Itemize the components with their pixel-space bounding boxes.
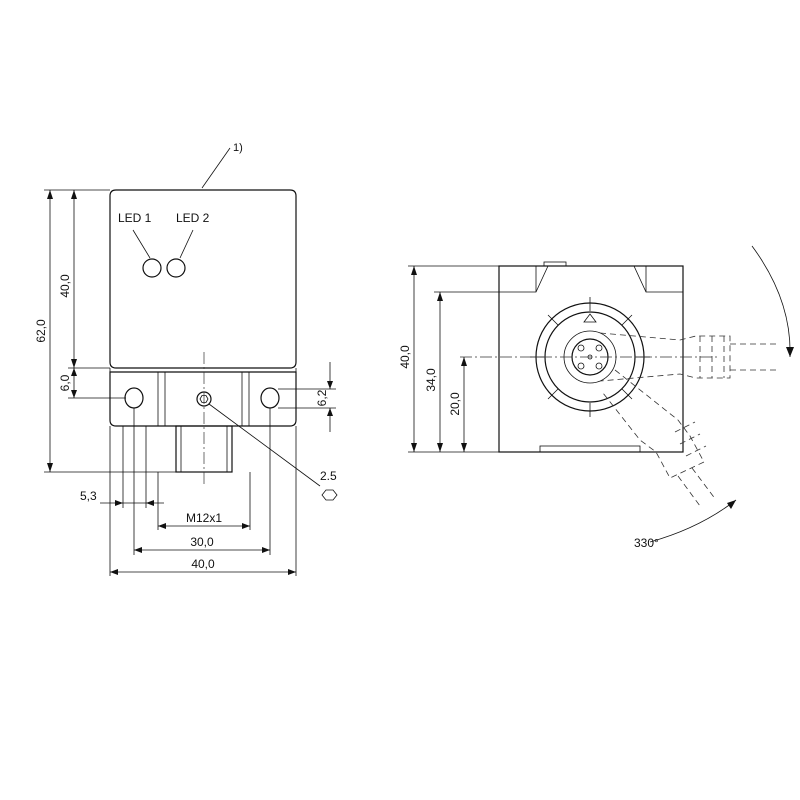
sensor-body [109,189,297,369]
dim-connector-height: 20,0 [448,392,462,416]
dim-hole-height: 6,2 [315,389,329,406]
mounting-flange [109,371,297,427]
rotated-connector-diagonal [602,369,705,479]
dim-side-height: 40,0 [398,345,412,369]
front-view: LED 1 LED 2 1) 62,0 40,0 6,0 6,2 [34,142,338,576]
dim-hole-spacing: 30,0 [190,535,214,549]
dim-flange-height: 6,0 [58,374,72,391]
note-marker: 1) [233,142,243,154]
mounting-hole-right [260,387,280,409]
dim-hole-offset: 5,3 [80,489,97,503]
dim-rotation: 330° [634,536,659,550]
led-1-indicator [142,258,162,278]
led-1-label: LED 1 [118,211,152,225]
side-view: 330° 40,0 34,0 20,0 [398,245,794,550]
mounting-hole-left [124,387,144,409]
hex-key-icon [321,489,338,501]
led-2-label: LED 2 [176,211,210,225]
dim-width: 40,0 [191,557,215,571]
led-2-indicator [166,258,186,278]
dim-thread: M12x1 [186,511,222,525]
dim-total-height: 62,0 [34,319,48,343]
rotated-connector-horizontal [599,332,731,382]
dim-body-height: 40,0 [58,274,72,298]
dim-hex-key: 2.5 [320,469,337,483]
dim-side-inner-height: 34,0 [424,368,438,392]
